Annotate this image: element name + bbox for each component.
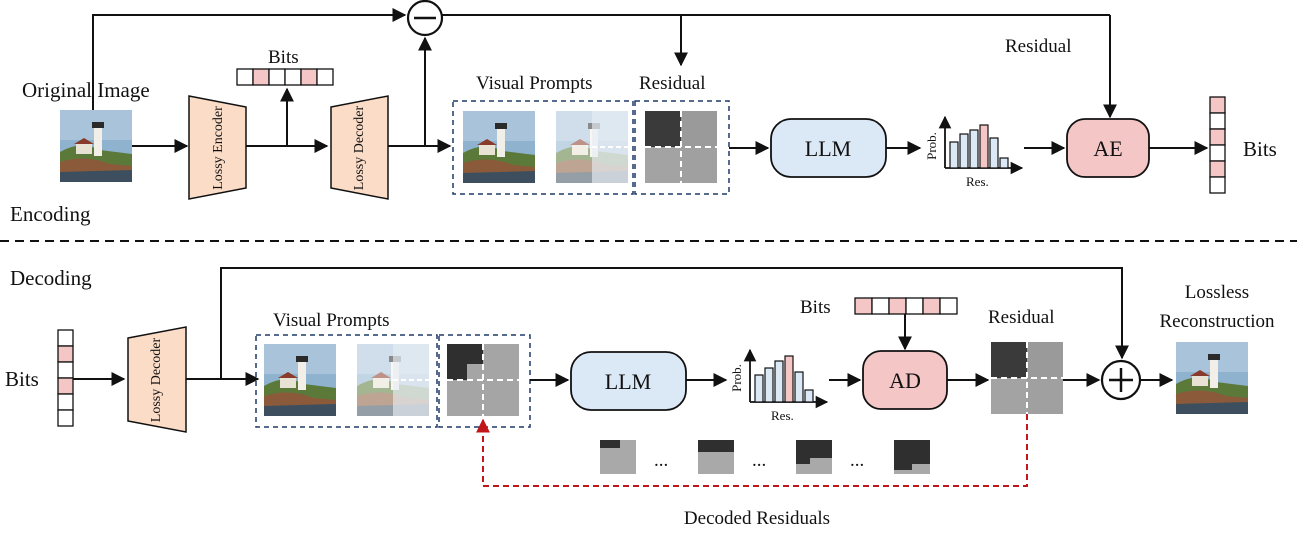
decoding-prompt-image-2 (357, 344, 429, 416)
lossy-decoder-label: Lossy Decoder (352, 105, 367, 190)
ad-bits-strip (854, 297, 958, 315)
residual-top-label: Residual (1005, 36, 1072, 57)
decoding-lossy-decoder-label: Lossy Decoder (149, 337, 164, 422)
decoded-residual-label: Residual (988, 307, 1055, 328)
ellipsis-1: ... (654, 450, 668, 471)
residual-box (634, 100, 730, 195)
ad-bits-label: Bits (800, 297, 831, 318)
decoded-residuals-label: Decoded Residuals (684, 508, 830, 529)
output-bits-strip (1209, 96, 1226, 194)
lossless-label-line1: Lossless (1185, 282, 1249, 303)
residual-sequence-2 (698, 440, 734, 474)
decoding-section-label: Decoding (10, 266, 92, 290)
visual-prompts-label: Visual Prompts (476, 73, 593, 94)
input-bits-label: Bits (5, 367, 39, 391)
lossless-label-line2: Reconstruction (1159, 311, 1275, 332)
ae-label: AE (1093, 136, 1122, 161)
decoding-partial-residual (447, 344, 519, 416)
decoding-probability-histogram (743, 348, 829, 409)
input-bits-strip (57, 329, 74, 427)
ellipsis-3: ... (850, 450, 864, 471)
prompt-image-2 (556, 111, 628, 183)
visual-prompts-box (452, 100, 634, 195)
residual-sequence-1 (600, 440, 636, 474)
skip-to-add-arrow (220, 267, 1129, 379)
residual-image (645, 111, 717, 183)
lossy-encoder-label: Lossy Encoder (211, 106, 226, 190)
ad-label: AD (889, 368, 921, 393)
dec-hist-x-label: Res. (771, 408, 794, 423)
dec-hist-y-label: Prob. (729, 364, 744, 392)
lossy-encoder-block (188, 95, 247, 200)
decoding-prompt-image-1 (264, 344, 336, 416)
decoded-residual-image (991, 342, 1063, 414)
output-bits-label: Bits (1243, 137, 1277, 161)
skip-to-subtract-arrow (92, 8, 407, 110)
decoding-prompts-box (255, 334, 438, 428)
lossless-reconstruction-image (1176, 342, 1248, 414)
feedback-arrow (476, 414, 1028, 487)
original-image (60, 110, 132, 182)
hist-y-label: Prob. (924, 132, 939, 160)
hist-x-label: Res. (966, 174, 989, 189)
llm-label: LLM (805, 136, 851, 161)
residual-sequence-4 (894, 440, 930, 474)
residual-sequence-3 (796, 440, 832, 474)
original-image-label: Original Image (22, 78, 150, 102)
ellipsis-2: ... (752, 450, 766, 471)
encoder-bits-strip (236, 68, 334, 86)
probability-histogram (938, 115, 1024, 175)
lossy-decoder-block (330, 95, 389, 200)
encoding-section-label: Encoding (10, 202, 91, 226)
decoding-visual-prompts-label: Visual Prompts (273, 310, 390, 331)
decoding-llm-label: LLM (605, 369, 651, 394)
decoding-lossy-decoder-block (127, 326, 187, 433)
prompt-image-1 (463, 111, 535, 183)
encoder-bits-label: Bits (268, 47, 299, 68)
residual-label: Residual (639, 73, 706, 94)
